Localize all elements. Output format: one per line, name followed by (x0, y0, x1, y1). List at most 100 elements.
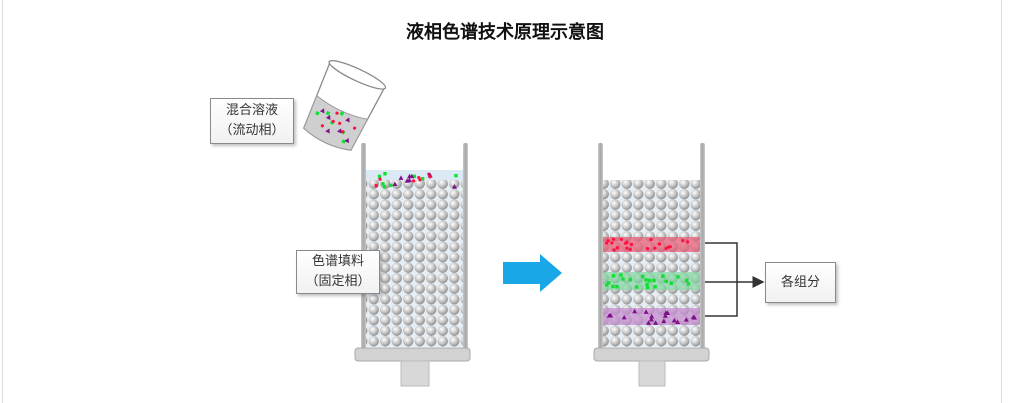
red-particle (374, 184, 378, 188)
red-particle (657, 242, 662, 246)
purple-particle (675, 319, 681, 324)
red-particle (615, 246, 619, 250)
stationary-phase-label-line1: 色谱填料 (311, 254, 364, 269)
purple-particle (325, 114, 331, 121)
red-particle (352, 126, 357, 130)
column-wall-right (463, 143, 468, 353)
purple-particle (409, 173, 415, 179)
components-label: 各组分 (765, 262, 836, 303)
green-particle (669, 281, 673, 286)
green-particle (664, 279, 668, 284)
column-outlet (638, 360, 666, 387)
red-particle (645, 246, 650, 251)
green-particle (454, 173, 458, 178)
red-particle (412, 179, 416, 183)
purple-particle (345, 117, 350, 123)
purple-particle (683, 317, 689, 322)
column-wall-left (598, 143, 603, 353)
green-particle (611, 284, 615, 289)
green-particle (325, 110, 331, 116)
green-particle (619, 273, 623, 277)
red-particle (628, 247, 632, 252)
green-particle (615, 284, 619, 289)
green-particle (605, 283, 609, 287)
diagram-title: 液相色谱技术原理示意图 (406, 22, 604, 43)
green-particle (383, 172, 387, 176)
green-particle (684, 278, 689, 283)
purple-particle (661, 318, 667, 323)
purple-particle (606, 313, 612, 318)
components-label-text: 各组分 (780, 274, 820, 290)
purple-particle (671, 317, 677, 323)
green-particle (644, 278, 648, 282)
purple-particle (648, 316, 654, 322)
green-particle (381, 182, 385, 186)
column-base (354, 347, 471, 362)
purple-particle (621, 314, 627, 320)
purple-particle (653, 320, 659, 325)
red-particle (625, 240, 629, 244)
red-particle (605, 241, 609, 245)
stationary-phase-label: 色谱填料 （固定相） (296, 250, 380, 294)
red-particle (681, 239, 685, 243)
green-particle (652, 278, 656, 283)
green-particle (661, 274, 665, 278)
column-wall-left (361, 143, 366, 353)
green-particle (641, 274, 645, 279)
red-particle (612, 248, 616, 252)
stationary-phase-label-line2: （固定相） (305, 274, 371, 289)
green-particle (341, 139, 346, 144)
red-particle (685, 240, 690, 244)
purple-particle (665, 310, 671, 316)
purple-particle (690, 314, 696, 320)
purple-particle (643, 309, 649, 314)
red-particle (619, 237, 623, 242)
green-particle (315, 111, 320, 116)
green-particle (412, 174, 417, 178)
purple-particle (645, 320, 651, 325)
green-particle (382, 185, 387, 189)
purple-particle (632, 308, 638, 314)
green-particle (377, 174, 382, 179)
mobile-phase-label-line1: 混合溶液 (225, 103, 278, 118)
green-particle (621, 277, 625, 281)
column-base (593, 347, 710, 362)
green-particle (606, 281, 611, 285)
mixture-dots (374, 172, 458, 189)
mobile-phase-label: 混合溶液 （流动相） (210, 98, 294, 144)
red-particle (664, 246, 668, 251)
green-particle (645, 282, 649, 287)
stationary-phase-packing (366, 180, 463, 347)
purple-particle (336, 128, 342, 134)
band-green (603, 272, 700, 290)
process-arrow-icon (503, 254, 562, 292)
component-connectors (705, 242, 765, 317)
green-particle (653, 285, 657, 289)
green-particle (420, 177, 425, 181)
green-particle (611, 274, 616, 278)
red-particle (668, 245, 672, 249)
red-particle (629, 242, 634, 246)
green-particle (628, 277, 633, 282)
red-particle (610, 241, 614, 245)
right-column (593, 143, 710, 387)
red-particle (338, 121, 342, 125)
red-particle (331, 119, 335, 124)
purple-particle (392, 181, 398, 186)
green-particle (686, 282, 691, 286)
purple-particle (344, 137, 349, 144)
purple-particle (451, 184, 457, 189)
red-particle (378, 177, 382, 181)
red-particle (625, 246, 629, 250)
red-particle (606, 239, 610, 243)
purple-particle (662, 313, 668, 318)
purple-particle (319, 108, 325, 114)
green-particle (676, 275, 680, 279)
green-particle (389, 183, 393, 188)
red-particle (653, 246, 657, 250)
green-particle (646, 285, 650, 290)
mobile-phase-label-line2: （流动相） (219, 123, 285, 138)
purple-particle (404, 178, 410, 183)
